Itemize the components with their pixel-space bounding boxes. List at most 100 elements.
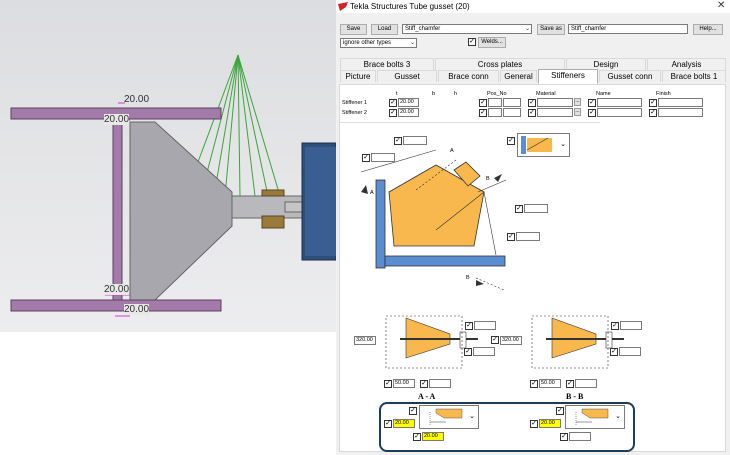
- section-aa-offset-input[interactable]: [429, 379, 451, 388]
- chamfer-right-checkbox[interactable]: ✓: [556, 407, 564, 415]
- section-aa-top-checkbox[interactable]: ✓: [465, 322, 473, 330]
- tab-cross-plates[interactable]: Cross plates: [435, 58, 565, 70]
- tab-general[interactable]: General: [500, 70, 537, 82]
- save-as-name-input[interactable]: Stiff_chamfer: [568, 24, 688, 34]
- stiffener-1-name-checkbox[interactable]: ✓: [588, 99, 596, 107]
- preset-select[interactable]: Stiff_chamfer ⌄: [402, 24, 532, 34]
- stiffener-type-select[interactable]: ⌄: [517, 133, 570, 157]
- bolt-group-top[interactable]: [261, 189, 285, 197]
- stiffener-1-material-browse[interactable]: ...: [574, 98, 581, 106]
- chamfer-type-picture-icon: [429, 408, 463, 426]
- stiffener-1-finish-checkbox[interactable]: ✓: [649, 99, 657, 107]
- tab-picture[interactable]: Picture: [340, 70, 376, 82]
- stiffener-2-name-input[interactable]: [597, 108, 642, 117]
- section-aa-width-checkbox[interactable]: ✓: [384, 380, 392, 388]
- section-bb-width-checkbox[interactable]: ✓: [530, 380, 538, 388]
- header-b: b: [432, 91, 436, 97]
- model-viewport[interactable]: 20.00 20.00 20.00 20.00: [0, 0, 336, 455]
- tab-gusset-conn[interactable]: Gusset conn: [599, 70, 661, 82]
- chamfer-left-x-input[interactable]: 20.00: [393, 419, 415, 428]
- chamfer-left-select[interactable]: ⌄: [419, 405, 479, 429]
- diagram-right-upper-input[interactable]: [524, 204, 548, 213]
- section-aa-offset-checkbox[interactable]: ✓: [420, 380, 428, 388]
- welds-button[interactable]: Welds...: [478, 37, 506, 48]
- diagram-left-input[interactable]: [371, 153, 395, 162]
- dimension-label-4: 20.00: [124, 304, 150, 315]
- stiffener-2-t-checkbox[interactable]: ✓: [389, 109, 397, 117]
- stiffener-1-pos-number[interactable]: [503, 98, 521, 107]
- chamfer-right-x-checkbox[interactable]: ✓: [530, 420, 538, 428]
- chamfer-right-x-input[interactable]: 20.00: [539, 419, 561, 428]
- stiffener-2-finish-input[interactable]: [658, 108, 703, 117]
- stiffener-1-t-input[interactable]: 20.00: [398, 98, 419, 107]
- diagram-right-upper-checkbox[interactable]: ✓: [515, 205, 523, 213]
- tab-brace-bolts-3[interactable]: Brace bolts 3: [340, 58, 434, 70]
- welds-checkbox[interactable]: ✓: [468, 38, 476, 46]
- header-finish: Finish: [656, 91, 671, 97]
- chamfer-right-y-checkbox[interactable]: ✓: [560, 433, 568, 441]
- column-web[interactable]: [112, 114, 123, 306]
- stiffener-2-pos-checkbox[interactable]: ✓: [479, 109, 487, 117]
- section-bb-height-checkbox[interactable]: ✓: [491, 336, 499, 344]
- tab-brace-bolts-1[interactable]: Brace bolts 1: [662, 70, 726, 82]
- save-as-button[interactable]: Save as: [537, 24, 565, 35]
- save-button[interactable]: Save: [340, 24, 367, 35]
- diagram-top-checkbox[interactable]: ✓: [394, 137, 402, 145]
- load-button[interactable]: Load: [371, 24, 398, 35]
- stiffener-2-pos-prefix[interactable]: [488, 108, 502, 117]
- chamfer-right-select[interactable]: ⌄: [565, 405, 625, 429]
- diagram-left-checkbox[interactable]: ✓: [362, 154, 370, 162]
- chamfer-left-x-checkbox[interactable]: ✓: [384, 420, 392, 428]
- stiffener-2-pos-number[interactable]: [503, 108, 521, 117]
- section-bb-top-input[interactable]: [620, 321, 642, 330]
- stiffener-1-material-checkbox[interactable]: ✓: [528, 99, 536, 107]
- bolt-group-bottom[interactable]: [261, 215, 285, 229]
- section-bb-height-input[interactable]: 320.00: [500, 336, 522, 345]
- gusset-plate[interactable]: [129, 121, 233, 301]
- stiffener-1-pos-prefix[interactable]: [488, 98, 502, 107]
- stiffener-type-checkbox[interactable]: ✓: [507, 137, 515, 145]
- diagram-right-lower-checkbox[interactable]: ✓: [507, 233, 515, 241]
- section-bb-width-input[interactable]: 50.00: [539, 379, 561, 388]
- stiffener-1-t-checkbox[interactable]: ✓: [389, 99, 397, 107]
- stiffener-2-t-input[interactable]: 20.00: [398, 108, 419, 117]
- diagram-right-lower-input[interactable]: [516, 232, 540, 241]
- stiffener-2-finish-checkbox[interactable]: ✓: [649, 109, 657, 117]
- stiffener-2-material-checkbox[interactable]: ✓: [528, 109, 536, 117]
- tab-analysis[interactable]: Analysis: [647, 58, 726, 70]
- stiffener-1-finish-input[interactable]: [658, 98, 703, 107]
- stiffener-2-name-checkbox[interactable]: ✓: [588, 109, 596, 117]
- filter-select[interactable]: ignore other types ⌄: [340, 38, 417, 48]
- diagram-top-input[interactable]: [403, 136, 427, 145]
- chamfer-right-y-input[interactable]: [569, 432, 591, 441]
- tab-brace-conn[interactable]: Brace conn: [438, 70, 499, 82]
- chevron-down-icon: ⌄: [560, 141, 566, 148]
- chamfer-left-checkbox[interactable]: ✓: [409, 407, 417, 415]
- tab-design[interactable]: Design: [566, 58, 646, 70]
- section-bb-label: B - B: [566, 392, 584, 401]
- section-aa-height-input[interactable]: 320.00: [354, 336, 376, 345]
- section-bb-offset-checkbox[interactable]: ✓: [566, 380, 574, 388]
- tab-gusset[interactable]: Gusset: [377, 70, 437, 82]
- section-bb-top-checkbox[interactable]: ✓: [611, 322, 619, 330]
- model-drawing[interactable]: [0, 0, 336, 455]
- chamfer-left-y-checkbox[interactable]: ✓: [413, 433, 421, 441]
- section-bb-bottom-checkbox[interactable]: ✓: [610, 348, 618, 356]
- stiffener-2-material-input[interactable]: [537, 108, 573, 117]
- tab-stiffeners[interactable]: Stiffeners: [538, 69, 598, 84]
- stiffener-1-pos-checkbox[interactable]: ✓: [479, 99, 487, 107]
- stiffener-1-material-input[interactable]: [537, 98, 573, 107]
- chamfer-left-y-input[interactable]: 20.00: [422, 432, 444, 441]
- stiffener-1-name-input[interactable]: [597, 98, 642, 107]
- close-icon[interactable]: ✕: [717, 0, 726, 11]
- section-aa-bottom-input[interactable]: [473, 347, 495, 356]
- section-aa-bottom-checkbox[interactable]: ✓: [464, 348, 472, 356]
- section-aa-width-input[interactable]: 50.00: [393, 379, 415, 388]
- section-bb-offset-input[interactable]: [575, 379, 597, 388]
- stiffener-2-material-browse[interactable]: ...: [574, 108, 581, 116]
- bottom-flange[interactable]: [10, 299, 222, 312]
- section-bb-bottom-input[interactable]: [619, 347, 641, 356]
- section-aa-top-input[interactable]: [474, 321, 496, 330]
- help-button[interactable]: Help...: [693, 24, 723, 35]
- chevron-down-icon: ⌄: [615, 413, 621, 420]
